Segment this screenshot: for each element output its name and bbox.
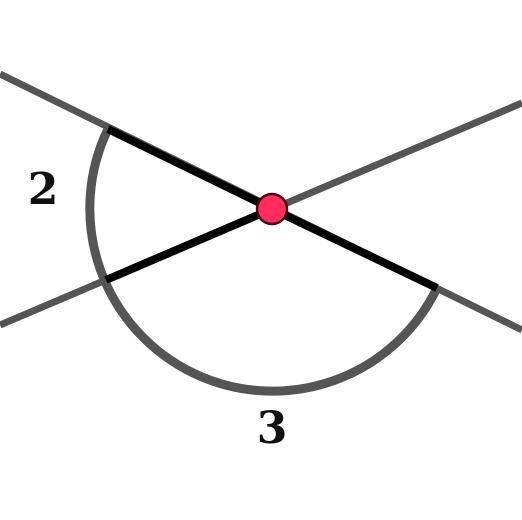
radius-segment-upper-left [106, 125, 274, 213]
label-left-arc: 2 [28, 164, 59, 215]
radius-segment-lower-left [104, 205, 274, 284]
center-point [255, 192, 289, 226]
angle-arc [85, 127, 442, 396]
label-bottom-arc: 3 [257, 403, 288, 454]
radius-segment-right [270, 205, 439, 292]
